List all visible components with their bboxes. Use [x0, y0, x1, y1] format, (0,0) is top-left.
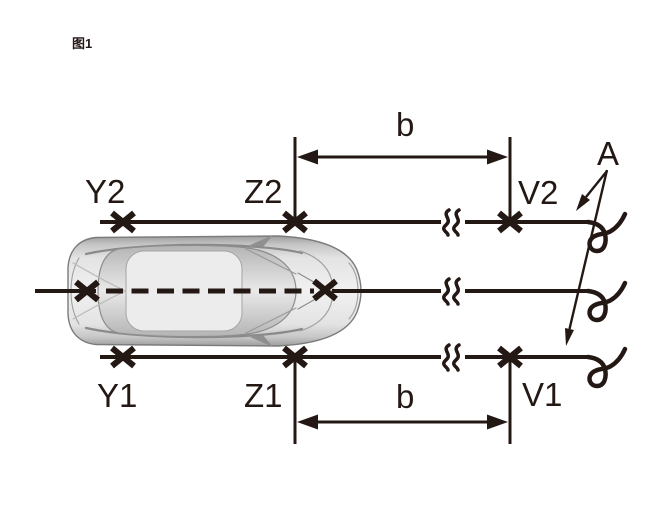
bottom-dimension-arrowhead-right [487, 414, 508, 430]
car-windshield-pillars [245, 248, 297, 334]
centerline-break-symbol [452, 277, 461, 306]
label-v2: V2 [518, 174, 558, 211]
label-z1: Z1 [244, 377, 283, 414]
label-v1: V1 [522, 376, 562, 413]
vehicle-centerline [35, 277, 625, 320]
label-a: A [597, 135, 619, 172]
figure-caption: 图1 [72, 36, 92, 51]
leader-shaft-to-bottom-line [568, 169, 609, 330]
bottom-dimension-arrowhead-left [297, 414, 318, 430]
top-extension-lines [293, 137, 512, 222]
top-line-end-curl [588, 214, 625, 251]
label-y1: Y1 [97, 377, 137, 414]
centerline-end-curl [588, 283, 625, 320]
centerline-break-symbol [442, 277, 451, 306]
top-dimension-arrowhead-left [297, 149, 318, 165]
leader-arrowhead-bottom [565, 328, 574, 346]
bottom-line-break-symbol [452, 343, 461, 372]
bottom-marking-line: Y1 Z1 V1 [97, 343, 625, 414]
bottom-line-break-symbol [442, 343, 451, 372]
leader-arrowhead-top [576, 194, 590, 211]
bottom-extension-lines [293, 357, 512, 444]
top-dimension: b [293, 106, 512, 222]
top-marking-line: Y2 Z2 V2 [85, 173, 625, 251]
top-dimension-arrowhead-right [487, 149, 508, 165]
leader-annotation: A [565, 135, 619, 346]
label-dimension-b-top: b [396, 106, 414, 143]
leader-shaft-to-top-line [585, 170, 608, 198]
label-y2: Y2 [85, 173, 125, 210]
car-mirror-left [250, 235, 273, 247]
label-z2: Z2 [244, 173, 283, 210]
top-line-break-symbol [452, 208, 461, 237]
top-line-break-symbol [442, 208, 451, 237]
label-dimension-b-bottom: b [396, 378, 414, 415]
bottom-line-end-curl [588, 349, 625, 386]
car-mirror-right [250, 335, 273, 347]
bottom-dimension: b [293, 357, 512, 444]
